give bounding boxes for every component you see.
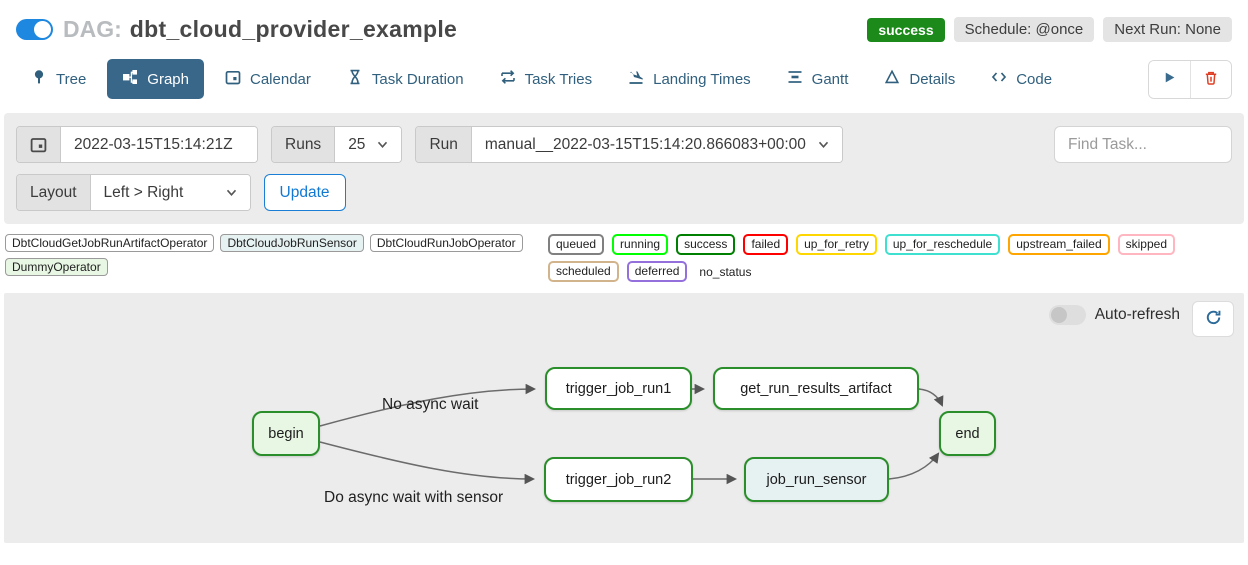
graph-legend: DbtCloudGetJobRunArtifactOperator DbtClo… [0,224,1248,290]
tab-label: Landing Times [653,70,751,88]
task-node-trigger-job-run2[interactable]: trigger_job_run2 [544,457,693,502]
tab-tree[interactable]: Tree [16,59,101,99]
chevron-down-icon [377,136,388,154]
view-tabbar: Tree Graph Calendar Task Duration Task T… [0,51,1248,111]
chevron-down-icon [226,184,237,202]
layout-select[interactable]: Left > Right [90,175,250,210]
execution-date-group [16,126,258,163]
tab-label: Task Tries [524,70,593,88]
status-badge-running: running [612,234,669,255]
tab-label: Calendar [250,70,311,88]
dag-graph-canvas: Auto-refresh No async wait Do async wait… [4,293,1244,543]
run-label: Run [416,127,472,162]
code-icon [991,69,1007,89]
trash-icon [1203,70,1219,89]
task-node-trigger-job-run1[interactable]: trigger_job_run1 [545,367,692,410]
calendar-addon-icon [17,127,61,162]
status-badge-skipped: skipped [1117,234,1175,255]
runs-selected-value: 25 [348,135,366,153]
refresh-button[interactable] [1192,301,1234,337]
tab-label: Graph [147,70,189,88]
task-node-begin[interactable]: begin [252,411,320,456]
status-badge-queued: queued [548,234,605,255]
layout-label: Layout [17,175,91,210]
tab-label: Task Duration [371,70,464,88]
run-select[interactable]: manual__2022-03-15T15:14:20.866083+00:00 [471,127,842,162]
layout-selected-value: Left > Right [103,183,184,201]
run-group: Run manual__2022-03-15T15:14:20.866083+0… [415,126,843,163]
operator-badge: DbtCloudRunJobOperator [369,234,523,252]
auto-refresh-label: Auto-refresh [1094,306,1180,323]
task-node-get-run-results-artifact[interactable]: get_run_results_artifact [713,367,919,410]
layout-group: Layout Left > Right [16,174,251,211]
dag-pause-toggle[interactable] [16,19,53,40]
tab-details[interactable]: Details [869,59,970,99]
dag-edges [319,383,944,485]
status-badge-upstream-failed: upstream_failed [1008,234,1110,255]
auto-refresh-control: Auto-refresh [1048,305,1180,325]
find-task-input[interactable] [1054,126,1232,163]
tab-code[interactable]: Code [976,59,1067,99]
run-selected-value: manual__2022-03-15T15:14:20.866083+00:00 [484,135,806,153]
tab-label: Code [1016,70,1053,88]
status-legend: queued running success failed up_for_ret… [548,234,1243,282]
tab-label: Tree [56,70,87,88]
chevron-down-icon [818,136,829,154]
tab-graph[interactable]: Graph [107,59,204,99]
graph-icon [122,69,138,89]
tab-calendar[interactable]: Calendar [210,59,326,99]
status-badge-scheduled: scheduled [548,261,619,282]
dag-status-badge: success [867,17,945,42]
tree-icon [31,69,47,89]
tab-label: Gantt [811,70,849,88]
gantt-icon [787,69,803,89]
runs-label: Runs [272,127,336,162]
dag-prefix-label: DAG: [63,16,122,42]
runs-select[interactable]: 25 [335,127,402,162]
triangle-icon [884,69,900,89]
status-badge-up-for-retry: up_for_retry [796,234,877,255]
operator-badge: DbtCloudGetJobRunArtifactOperator [5,234,215,252]
dag-action-buttons [1148,59,1232,99]
status-badge-success: success [676,234,736,255]
tab-task-tries[interactable]: Task Tries [485,59,608,99]
tab-task-duration[interactable]: Task Duration [332,59,479,99]
play-icon [1162,70,1177,88]
task-node-end[interactable]: end [939,411,996,456]
task-node-job-run-sensor[interactable]: job_run_sensor [744,457,889,502]
execution-date-input[interactable] [61,127,257,162]
refresh-icon [1205,309,1222,329]
runs-group: Runs 25 [271,126,403,163]
plane-landing-icon [628,69,644,89]
tab-gantt[interactable]: Gantt [772,59,864,99]
edge-label-do-async-wait: Do async wait with sensor [324,489,504,506]
trigger-dag-button[interactable] [1149,60,1190,98]
update-button[interactable]: Update [263,174,346,211]
status-badge-failed: failed [743,234,789,255]
operator-badge: DummyOperator [5,258,108,276]
next-run-badge: Next Run: None [1103,17,1232,42]
calendar-icon [225,69,241,89]
hourglass-icon [347,69,363,89]
repeat-icon [500,69,516,89]
operator-badge: DbtCloudJobRunSensor [220,234,364,252]
tab-label: Details [909,70,956,88]
delete-dag-button[interactable] [1190,60,1231,98]
auto-refresh-toggle[interactable] [1048,305,1086,325]
tab-landing-times[interactable]: Landing Times [613,59,766,99]
dag-title: dbt_cloud_provider_example [129,16,458,42]
status-label-no-status: no_status [699,264,752,279]
graph-filter-panel: Runs 25 Run manual__2022-03-15T15:14:20.… [4,113,1244,224]
operator-legend: DbtCloudGetJobRunArtifactOperator DbtClo… [5,234,548,276]
schedule-badge: Schedule: @once [953,17,1095,42]
status-badge-up-for-reschedule: up_for_reschedule [884,234,1001,255]
edge-label-no-async-wait: No async wait [382,396,479,413]
dag-header: DAG: dbt_cloud_provider_example success … [0,0,1248,51]
status-badge-deferred: deferred [626,261,688,282]
